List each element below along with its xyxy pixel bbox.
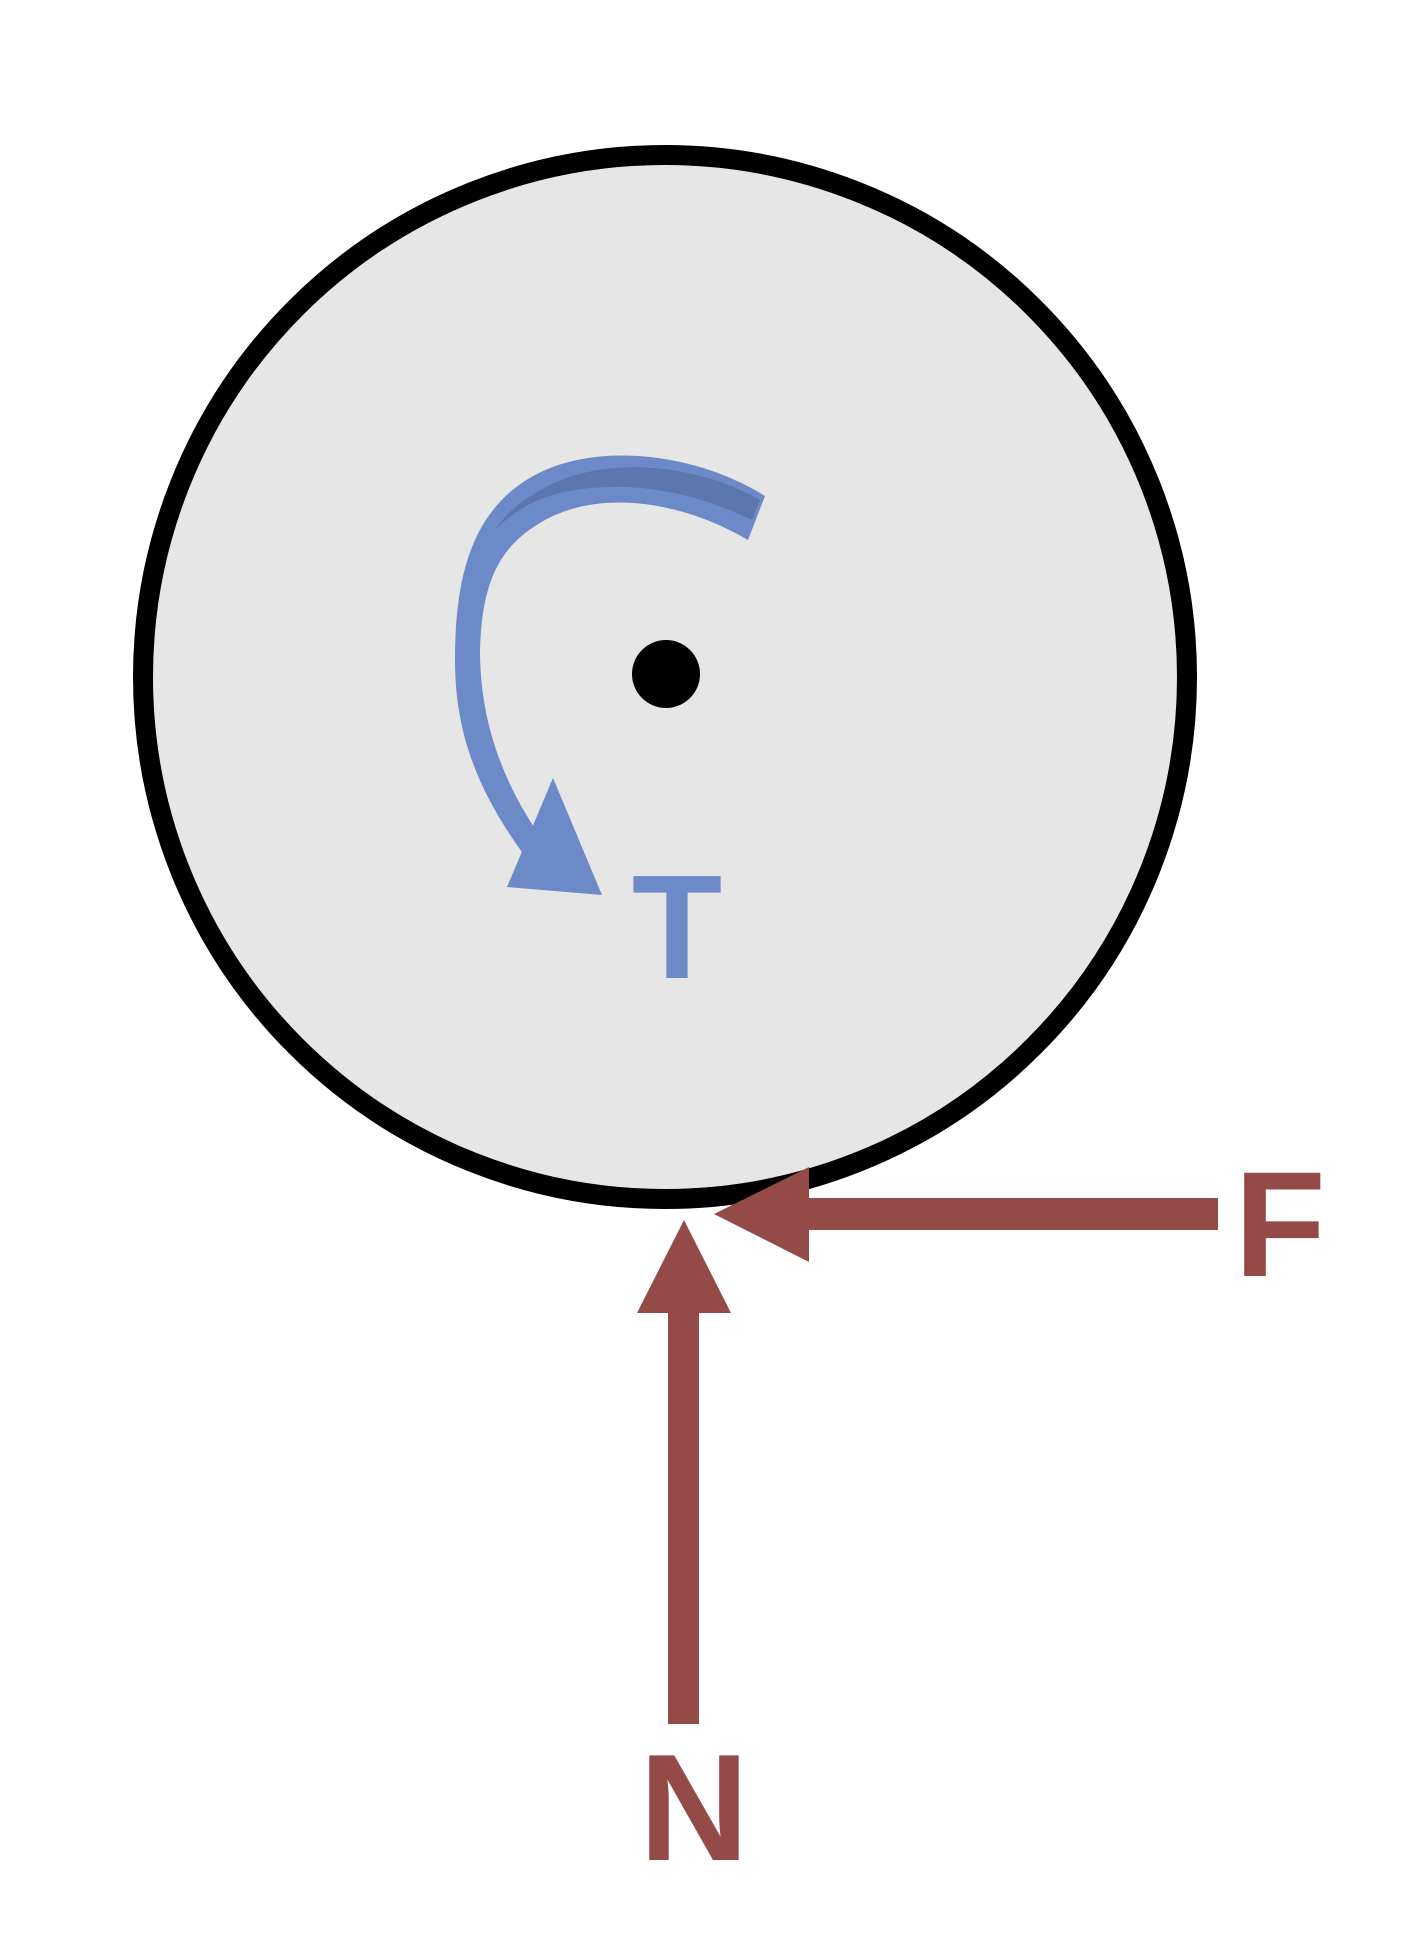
normal-arrow-head	[637, 1220, 731, 1313]
torque-arrow-shadow	[495, 467, 760, 530]
normal-force-arrow	[637, 1220, 731, 1724]
friction-label: F	[1234, 1140, 1326, 1308]
axle-dot	[632, 640, 700, 708]
curved-torque-arrow	[455, 455, 765, 895]
friction-arrow-shaft	[806, 1198, 1218, 1230]
friction-force-arrow	[714, 1167, 1218, 1262]
normal-arrow-shaft	[668, 1310, 699, 1724]
torque-label: T	[632, 845, 722, 1010]
torque-arrow-head	[507, 778, 602, 895]
friction-arrow-head	[714, 1167, 809, 1262]
normal-label: N	[639, 1723, 749, 1893]
